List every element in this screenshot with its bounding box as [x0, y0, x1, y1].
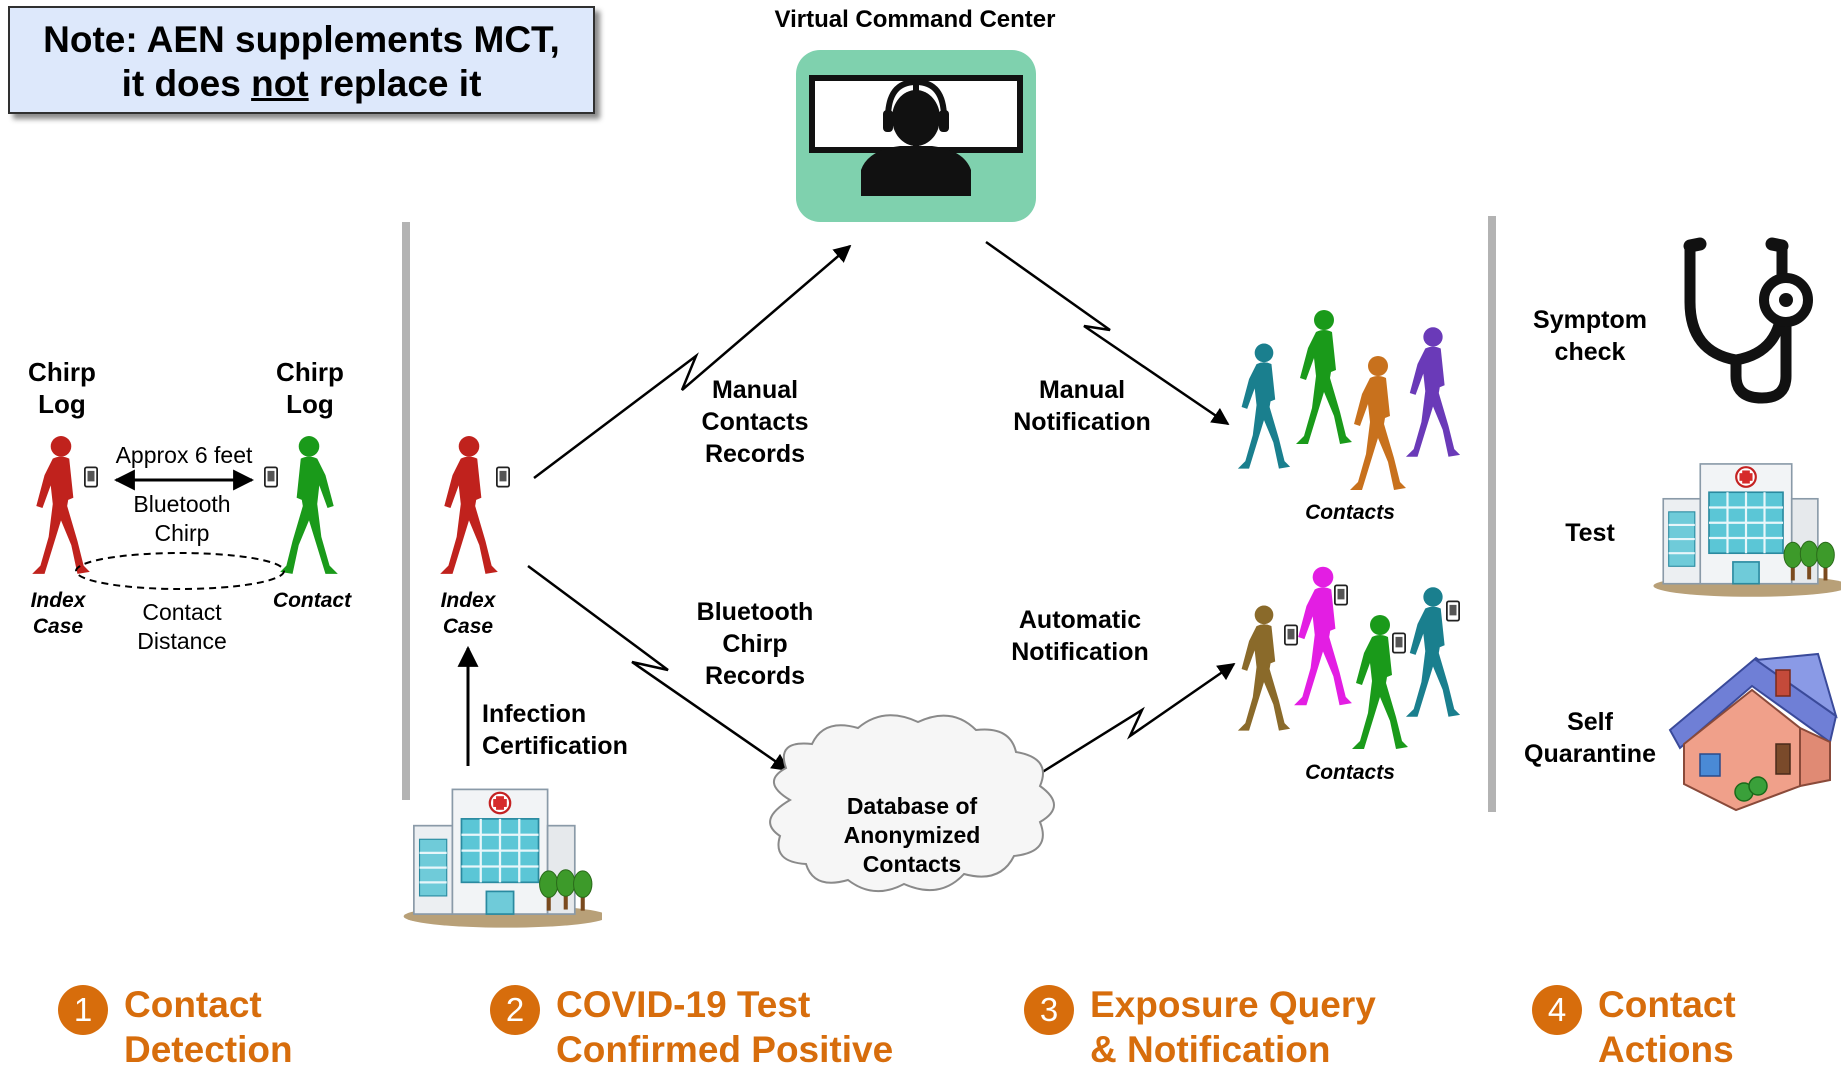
index-case-label-1: Index Case	[18, 588, 98, 640]
contact-person-icon	[280, 436, 338, 574]
contact-label: Contact	[272, 589, 352, 612]
contacts-label-bottom: Contacts	[1305, 761, 1395, 784]
manual-records-arrow	[533, 244, 852, 479]
index-case-label-2: Index Case	[428, 588, 508, 640]
contacts-group-top	[1237, 310, 1461, 490]
chirp-log-right: Chirp Log	[260, 356, 360, 420]
index-case-2-line1: Index	[440, 589, 496, 612]
manual-contacts-records-line1: Manual	[711, 376, 799, 404]
infection-certification-line2: Certification	[482, 732, 628, 760]
chirp-log-left: Chirp Log	[12, 356, 112, 420]
step-3-line1: Exposure Query	[1090, 984, 1376, 1025]
contact-distance-ellipse	[75, 552, 285, 590]
step-4-line1: Contact	[1598, 984, 1736, 1025]
bluetooth-chirp-records-line2: Chirp	[722, 630, 788, 658]
command-center-title: Virtual Command Center	[774, 6, 1056, 33]
step-1-number: 1	[58, 985, 108, 1035]
contact-distance-line1: Contact	[142, 599, 222, 625]
infection-certification-line1: Infection	[482, 700, 587, 728]
chirp-log-left-line2: Log	[38, 389, 86, 419]
chirp-log-right-line2: Log	[286, 389, 334, 419]
bluetooth-chirp-line1: Bluetooth	[133, 491, 231, 517]
note-box: Note: AEN supplements MCT, it does not r…	[8, 6, 595, 114]
index-case-person-icon	[440, 436, 498, 574]
distance-label: Approx 6 feet	[115, 442, 253, 468]
manual-contacts-records-line3: Records	[704, 440, 806, 468]
contact-distance-line2: Distance	[137, 628, 227, 654]
note-line1: Note: AEN supplements MCT,	[43, 19, 560, 60]
database-label: Database of Anonymized Contacts	[822, 792, 1002, 879]
note-line2: it does not replace it	[10, 62, 593, 106]
bluetooth-chirp-records-line3: Records	[704, 662, 806, 690]
step-4-line2: Actions	[1598, 1029, 1734, 1070]
step-1-line2: Detection	[124, 1029, 293, 1070]
index-case-person-icon	[32, 436, 90, 574]
command-center-icon	[796, 50, 1036, 222]
database-line1: Database of	[846, 793, 978, 819]
step-1-line1: Contact	[124, 984, 262, 1025]
automatic-notification-label: Automatic Notification	[990, 604, 1170, 668]
step-2-number: 2	[490, 985, 540, 1035]
symptom-check-line1: Symptom	[1533, 306, 1647, 334]
note-line2-pre: it does	[121, 63, 252, 104]
note-line2-post: replace it	[308, 63, 482, 104]
step-2-line2: Confirmed Positive	[556, 1029, 894, 1070]
manual-notification-line2: Notification	[1013, 408, 1151, 436]
phone-icon	[496, 466, 510, 488]
note-emphasis: not	[251, 63, 309, 104]
manual-notification-line1: Manual	[1038, 376, 1126, 404]
infection-certification-label: Infection Certification	[482, 698, 642, 762]
step-4-number: 4	[1532, 985, 1582, 1035]
database-line2: Anonymized	[843, 822, 981, 848]
automatic-notification-arrow	[1035, 662, 1236, 778]
step-2-line1: COVID-19 Test	[556, 984, 811, 1025]
divider-left	[402, 222, 410, 800]
manual-contacts-records-label: Manual Contacts Records	[680, 374, 830, 470]
bluetooth-chirp-label: Bluetooth Chirp	[110, 490, 254, 548]
contacts-label-top: Contacts	[1305, 501, 1395, 524]
chirp-log-right-line1: Chirp	[276, 357, 344, 387]
phone-icon	[264, 466, 278, 488]
step-3-line2: & Notification	[1090, 1029, 1331, 1070]
index-case-2-line2: Case	[442, 615, 494, 638]
house-icon	[1668, 652, 1838, 812]
symptom-check-label: Symptom check	[1510, 304, 1670, 368]
hospital-icon	[404, 789, 608, 927]
phone-icon	[84, 466, 98, 488]
step-3-number: 3	[1024, 985, 1074, 1035]
self-quarantine-line1: Self	[1567, 708, 1613, 736]
step-1-label: Contact Detection	[124, 982, 293, 1072]
step-4-label: Contact Actions	[1598, 982, 1736, 1072]
divider-right	[1488, 216, 1496, 812]
contacts-group-bottom	[1237, 566, 1461, 749]
test-label: Test	[1565, 519, 1615, 547]
index-case-1-line1: Index	[30, 589, 86, 612]
manual-notification-label: Manual Notification	[992, 374, 1172, 438]
self-quarantine-line2: Quarantine	[1524, 740, 1656, 768]
contact-distance-label: Contact Distance	[110, 598, 254, 656]
manual-contacts-records-line2: Contacts	[701, 408, 809, 436]
automatic-notification-line2: Notification	[1011, 638, 1149, 666]
bluetooth-chirp-line2: Chirp	[154, 520, 210, 546]
step-3-label: Exposure Query & Notification	[1090, 982, 1376, 1072]
manual-notification-arrow	[985, 240, 1230, 426]
stethoscope-chestpiece	[1759, 273, 1813, 327]
self-quarantine-label: Self Quarantine	[1510, 706, 1670, 770]
database-line3: Contacts	[862, 851, 962, 877]
cloud-icon	[769, 714, 1055, 892]
bluetooth-chirp-records-label: Bluetooth Chirp Records	[680, 596, 830, 692]
symptom-check-line2: check	[1554, 338, 1626, 366]
chirp-log-left-line1: Chirp	[28, 357, 96, 387]
bluetooth-records-arrow	[527, 564, 790, 772]
hospital-icon	[1653, 464, 1841, 597]
step-2-label: COVID-19 Test Confirmed Positive	[556, 982, 893, 1072]
bluetooth-chirp-records-line1: Bluetooth	[696, 598, 814, 626]
automatic-notification-line1: Automatic	[1018, 606, 1142, 634]
index-case-1-line2: Case	[32, 615, 84, 638]
